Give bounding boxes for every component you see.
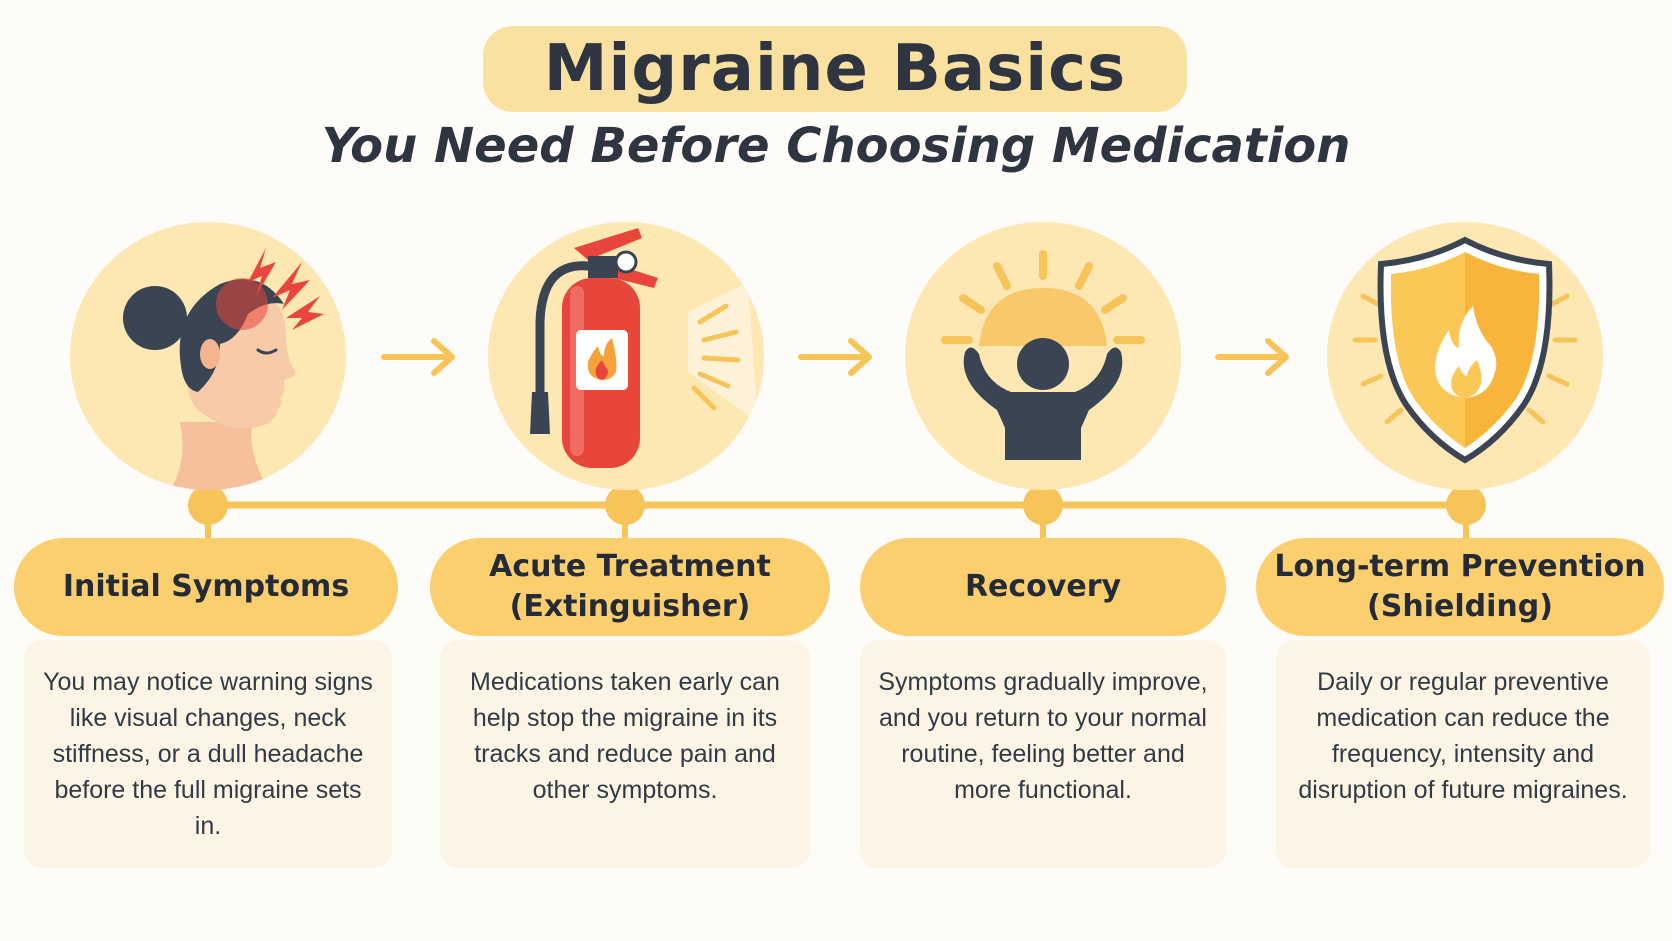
timeline-node-2: [605, 485, 645, 525]
stage-label-long-term-prevention: Long-term Prevention (Shielding): [1256, 538, 1664, 636]
title-pill: Migraine Basics: [483, 26, 1187, 112]
arrow-right-icon: [1214, 337, 1294, 377]
page-title: Migraine Basics: [543, 32, 1127, 106]
stage-description-recovery: Symptoms gradually improve, and you retu…: [860, 640, 1226, 868]
timeline-node-3: [1023, 485, 1063, 525]
sunrise-person-icon: [905, 222, 1181, 490]
stage-description-acute-treatment: Medications taken early can help stop th…: [440, 640, 810, 868]
arrow-right-icon: [380, 337, 460, 377]
timeline-node-1: [188, 485, 228, 525]
page-subtitle: You Need Before Choosing Medication: [321, 118, 1351, 174]
arrow-right-icon: [797, 337, 877, 377]
migraine-head-icon: [70, 222, 346, 490]
fire-extinguisher-icon: [488, 222, 764, 490]
shield-flame-icon: [1327, 222, 1603, 490]
stage-label-recovery: Recovery: [860, 538, 1226, 636]
stage-description-initial-symptoms: You may notice warning signs like visual…: [24, 640, 392, 868]
stage-label-acute-treatment: Acute Treatment (Extinguisher): [430, 538, 830, 636]
timeline-node-4: [1446, 485, 1486, 525]
stage-description-long-term-prevention: Daily or regular preventive medication c…: [1276, 640, 1650, 868]
stage-label-initial-symptoms: Initial Symptoms: [14, 538, 398, 636]
